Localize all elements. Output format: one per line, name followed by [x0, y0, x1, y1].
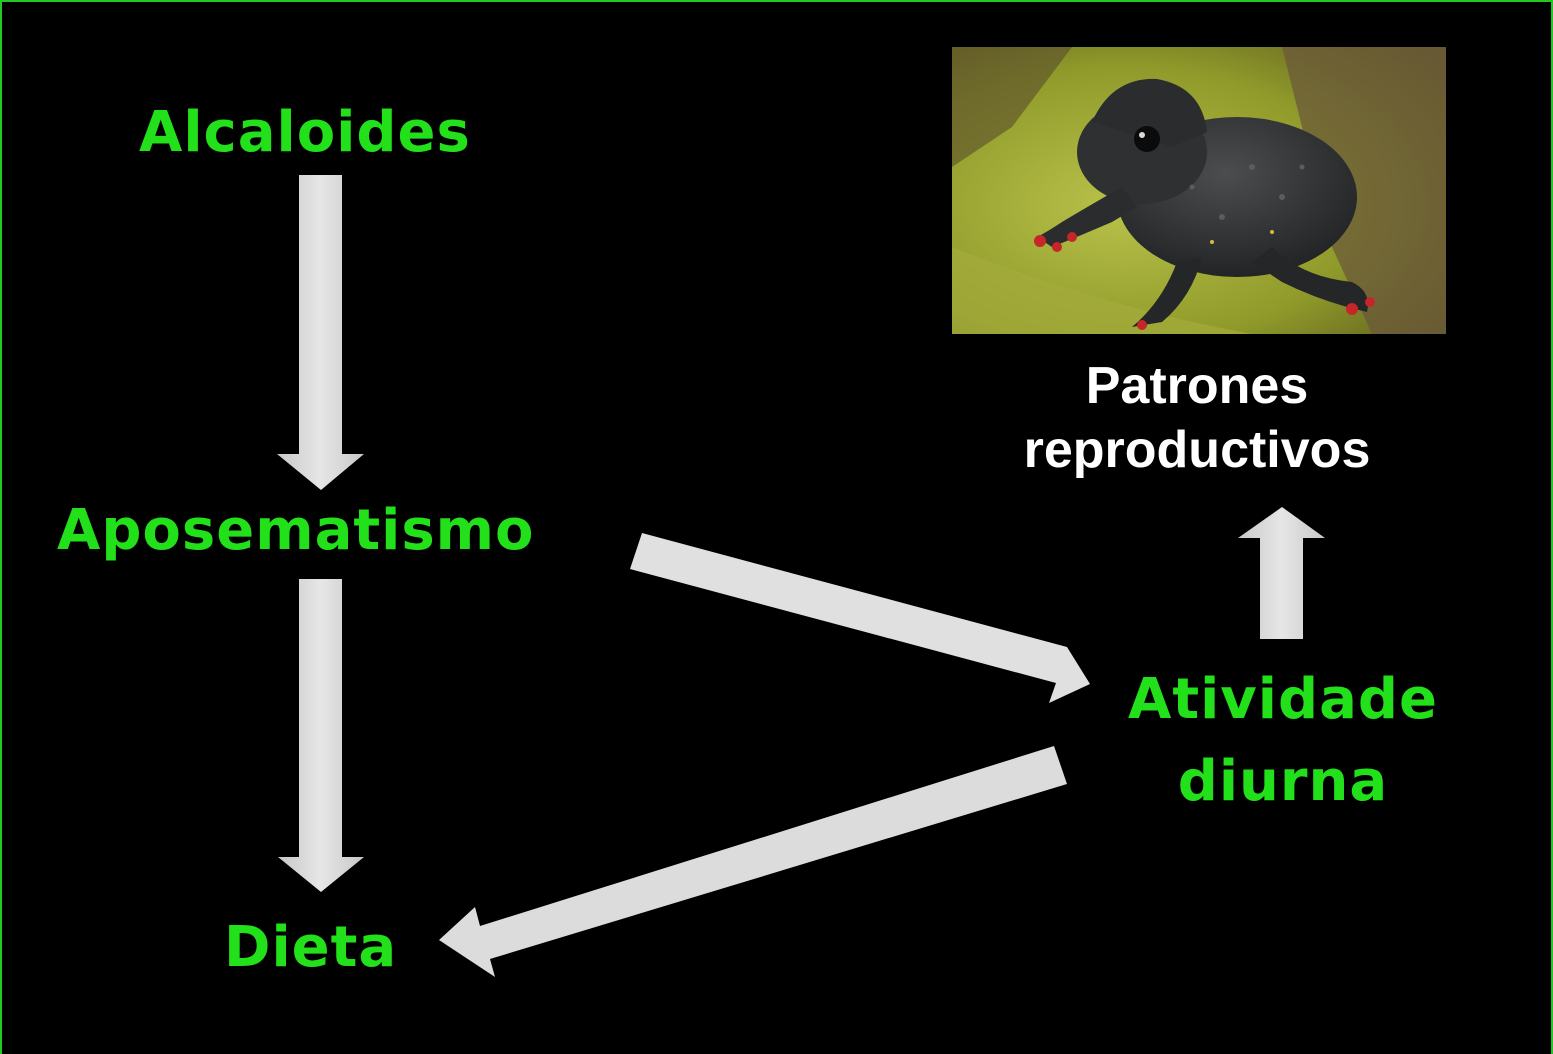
- node-atividade-line1: Atividade: [1128, 659, 1438, 741]
- node-alcaloides: Alcaloides: [139, 100, 471, 165]
- node-patrones-reproductivos: Patrones reproductivos: [977, 354, 1417, 482]
- node-patrones-line2: reproductivos: [977, 418, 1417, 482]
- arrow-atividade-to-dieta: [439, 746, 1067, 977]
- toad-photo: [952, 47, 1446, 334]
- arrow-atividade-to-patrones: [1238, 507, 1325, 639]
- node-dieta: Dieta: [224, 915, 397, 980]
- arrow-alcaloides-to-aposematismo: [277, 175, 364, 490]
- node-patrones-line1: Patrones: [977, 354, 1417, 418]
- arrow-aposematismo-to-dieta: [278, 579, 364, 892]
- node-atividade-diurna: Atividade diurna: [1128, 659, 1438, 823]
- arrow-aposematismo-to-atividade: [630, 533, 1090, 703]
- node-aposematismo: Aposematismo: [57, 498, 534, 563]
- node-atividade-line2: diurna: [1128, 741, 1438, 823]
